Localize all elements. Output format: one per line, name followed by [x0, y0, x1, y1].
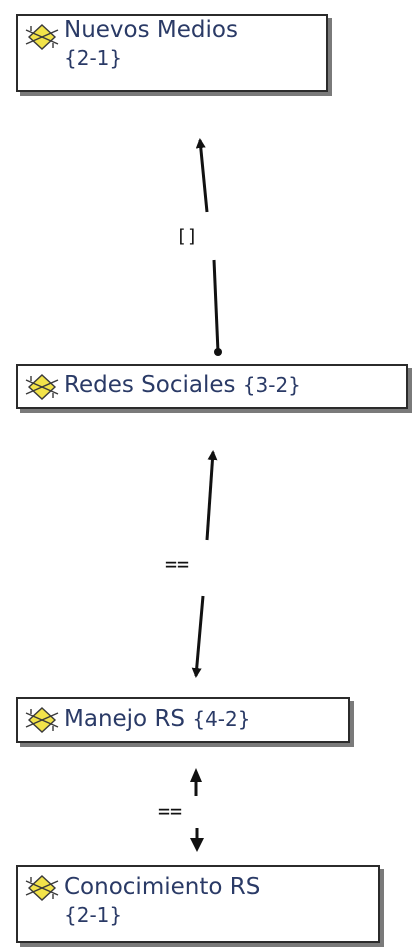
node-label: Conocimiento RS {2-1}: [64, 873, 260, 929]
node-title: Redes Sociales: [64, 372, 236, 398]
link-line-redes-to-nuevos: [212, 259, 220, 353]
link-line-redes-manejo-upper: [205, 450, 218, 541]
node-title: Nuevos Medios: [64, 17, 238, 43]
link-label-redes-manejo: ==: [165, 552, 190, 576]
node-nuevos-medios[interactable]: Nuevos Medios {2-1}: [16, 14, 328, 92]
node-code: {2-1}: [64, 46, 123, 70]
node-label: Manejo RS {4-2}: [64, 705, 250, 734]
concept-icon: [24, 22, 60, 52]
node-conocimiento-rs[interactable]: Conocimiento RS {2-1}: [16, 865, 380, 943]
concept-icon: [24, 705, 60, 735]
node-label: Nuevos Medios {2-1}: [64, 16, 238, 72]
node-title: Manejo RS: [64, 706, 186, 732]
link-arrow-down: [190, 838, 204, 852]
node-redes-sociales[interactable]: Redes Sociales {3-2}: [16, 364, 408, 409]
concept-icon: [24, 372, 60, 402]
node-code: {2-1}: [64, 903, 123, 927]
link-label-redes-nuevos: []: [176, 226, 198, 248]
link-line-redes-manejo-lower: [191, 595, 205, 678]
link-arrow-up: [190, 768, 202, 782]
node-label: Redes Sociales {3-2}: [64, 371, 301, 400]
link-line-redes-to-nuevos-upper: [195, 138, 209, 213]
link-label-manejo-conocimiento: ==: [158, 799, 183, 823]
node-manejo-rs[interactable]: Manejo RS {4-2}: [16, 697, 350, 743]
link-origin-dot: [214, 348, 222, 356]
node-title: Conocimiento RS: [64, 874, 261, 900]
node-code: {3-2}: [242, 373, 301, 397]
node-code: {4-2}: [192, 707, 251, 731]
concept-icon: [24, 873, 60, 903]
